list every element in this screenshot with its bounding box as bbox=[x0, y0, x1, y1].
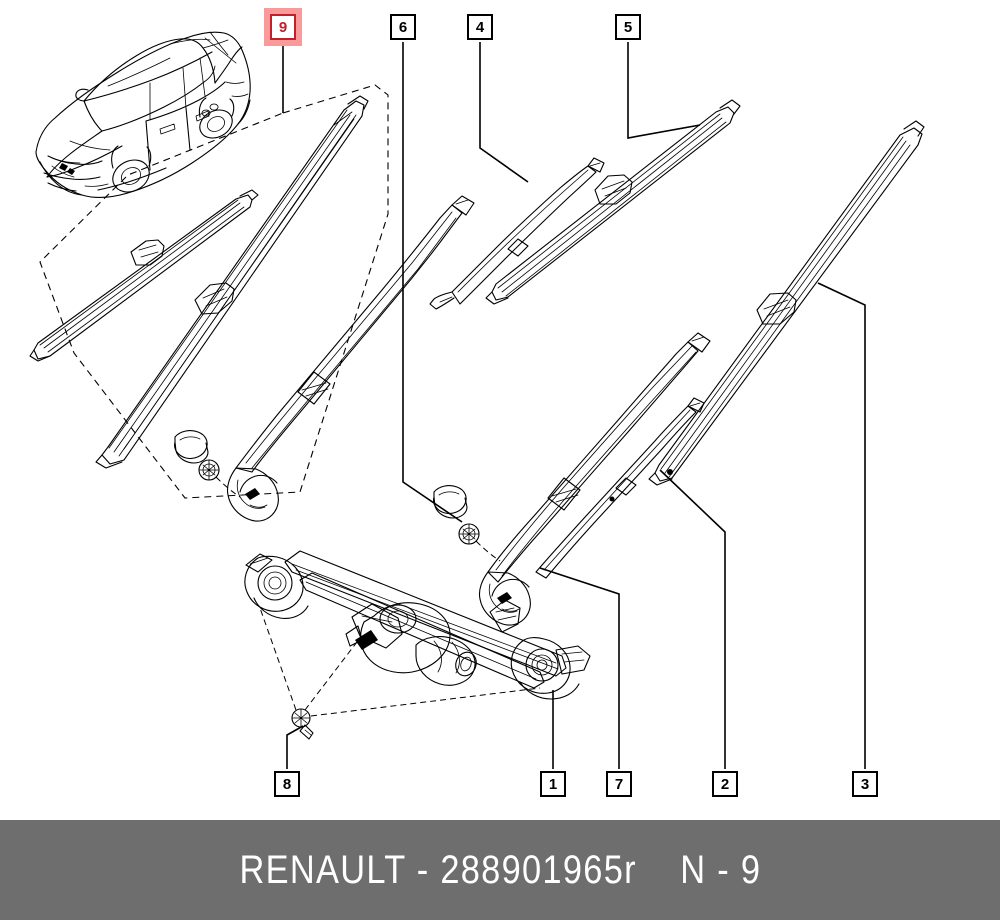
vehicle-illustration bbox=[35, 31, 251, 198]
wiper-blade-left-outer bbox=[29, 189, 259, 362]
highlight-region-9 bbox=[39, 84, 389, 499]
wiper-blade-left-inner bbox=[95, 95, 369, 469]
callout-9-label: 9 bbox=[278, 18, 288, 36]
driver-wiper-arm-thin bbox=[535, 397, 705, 579]
driver-wiper-arm bbox=[433, 332, 711, 626]
callout-2-label: 2 bbox=[720, 775, 730, 793]
passenger-wiper-arm bbox=[174, 195, 475, 522]
callout-2[interactable]: 2 bbox=[712, 771, 738, 797]
spindle-nut-right bbox=[458, 523, 480, 545]
callout-8[interactable]: 8 bbox=[274, 771, 300, 797]
driver-wiper-blade bbox=[648, 120, 925, 486]
callout-1-label: 1 bbox=[548, 775, 558, 793]
footer-bar: RENAULT - 288901965r N - 9 bbox=[0, 820, 1000, 920]
callout-8-label: 8 bbox=[282, 775, 292, 793]
callout-5-label: 5 bbox=[623, 18, 633, 36]
callout-5[interactable]: 5 bbox=[615, 14, 641, 40]
callout-6-label: 6 bbox=[398, 18, 408, 36]
callout-4-label: 4 bbox=[475, 18, 485, 36]
bolt-dashed-leaders bbox=[259, 607, 541, 717]
wiper-linkage-motor-assembly bbox=[244, 550, 591, 700]
wiper-arm-thin-upper bbox=[429, 157, 605, 310]
spindle-nut-left bbox=[198, 459, 220, 481]
callout-6[interactable]: 6 bbox=[390, 14, 416, 40]
callout-3-label: 3 bbox=[860, 775, 870, 793]
mounting-bolt bbox=[291, 708, 314, 740]
wiper-blade-upper-right bbox=[485, 99, 741, 305]
callout-7[interactable]: 7 bbox=[606, 771, 632, 797]
callout-4[interactable]: 4 bbox=[467, 14, 493, 40]
footer-part-reference: RENAULT - 288901965r N - 9 bbox=[239, 847, 761, 892]
callout-9[interactable]: 9 bbox=[270, 14, 296, 40]
callout-1[interactable]: 1 bbox=[540, 771, 566, 797]
callout-3[interactable]: 3 bbox=[852, 771, 878, 797]
callout-leader-lines bbox=[282, 42, 866, 769]
callout-7-label: 7 bbox=[614, 775, 624, 793]
